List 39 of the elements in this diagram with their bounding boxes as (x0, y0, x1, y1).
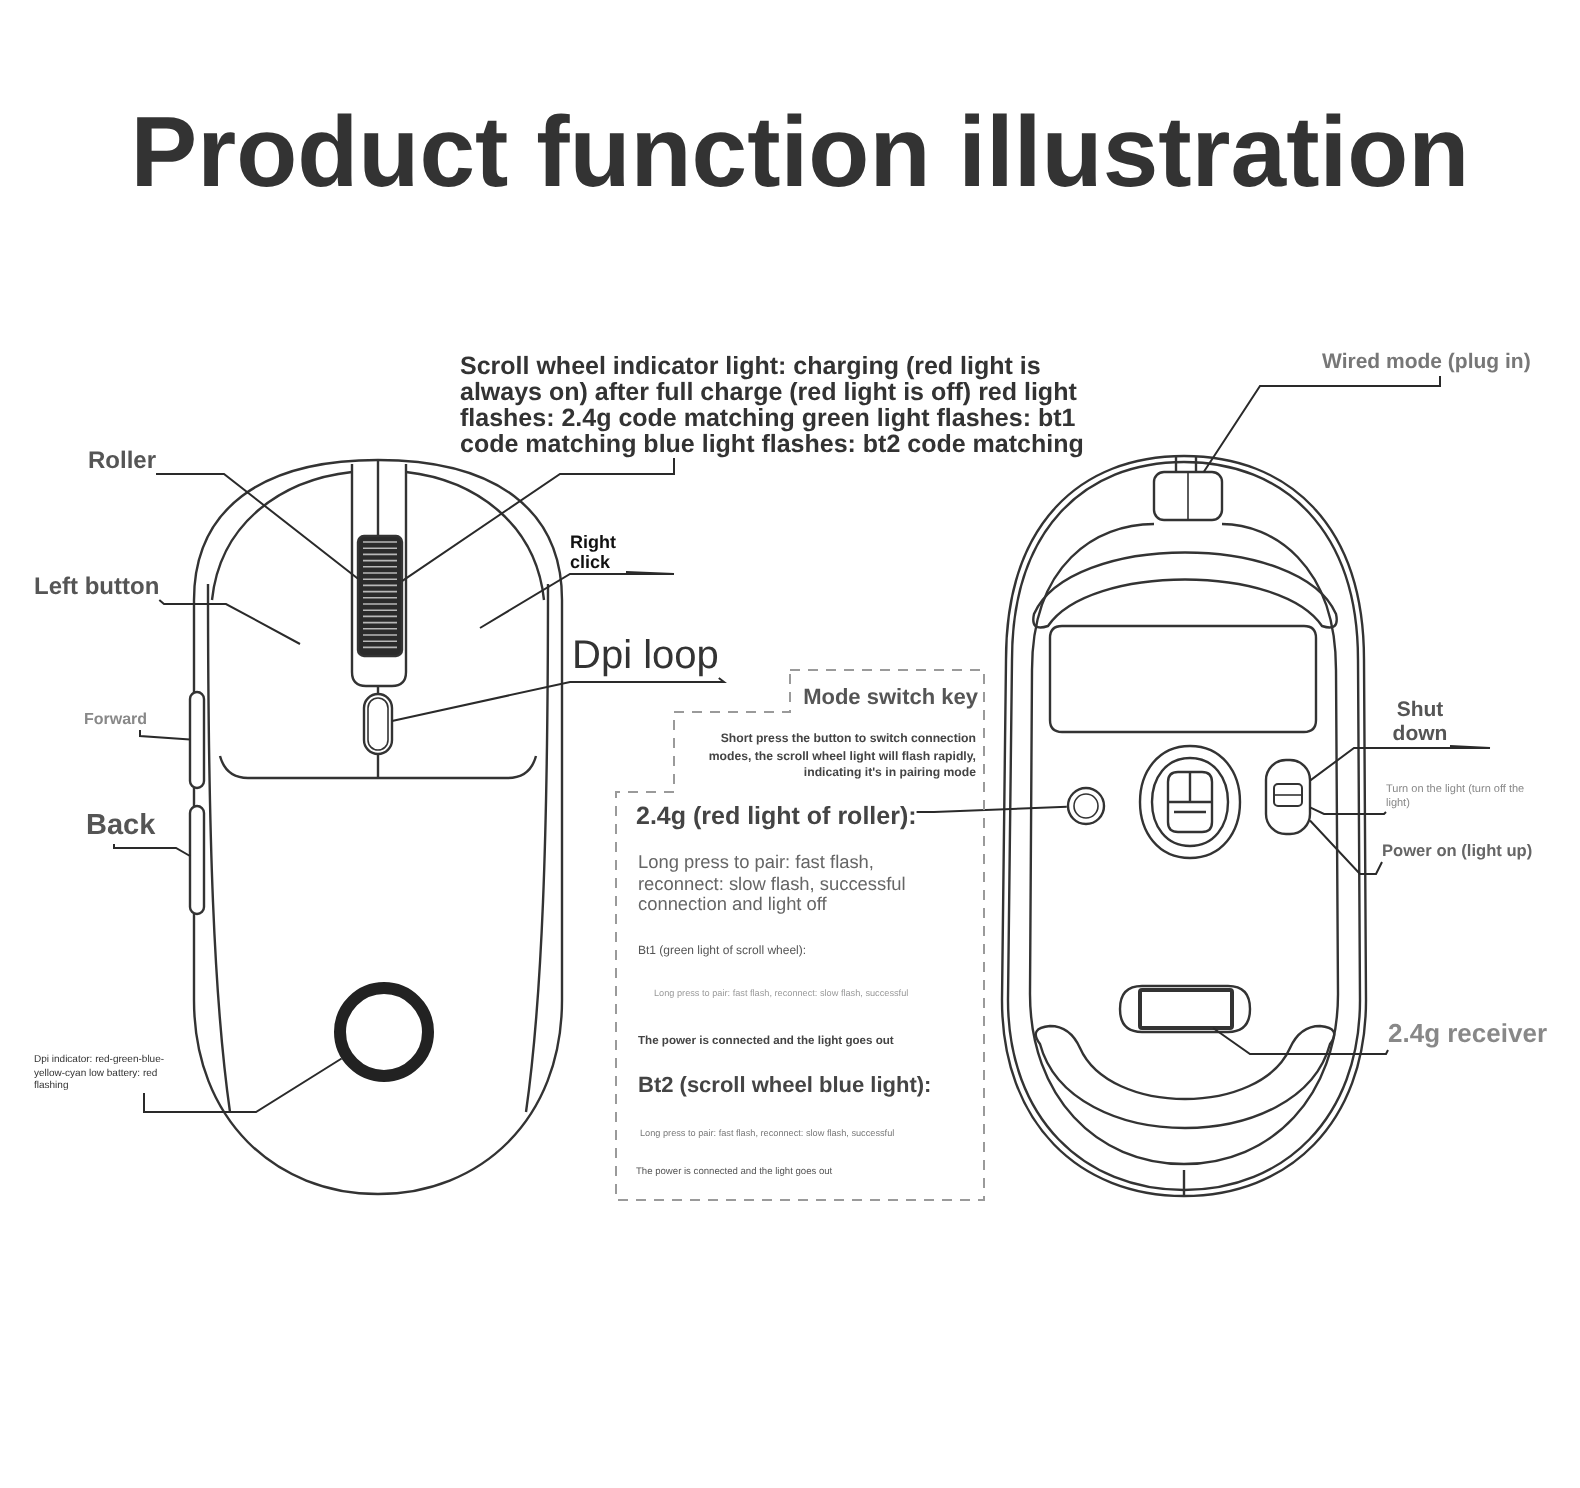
receiver-slot (1138, 988, 1234, 1030)
side-button (188, 804, 206, 916)
callout-label: Dpi loop (572, 634, 719, 678)
leader-line (1309, 819, 1383, 875)
mode-switch-button (1066, 786, 1106, 826)
side-button (188, 690, 206, 790)
leader-line (1309, 806, 1387, 815)
panel-heading: Mode switch key (803, 686, 978, 712)
leader-line (1309, 745, 1491, 782)
leader-line (401, 457, 675, 583)
sub-heading: Bt2 (scroll wheel blue light): (638, 1072, 932, 1100)
usb-port (1152, 470, 1224, 522)
description-text: Scroll wheel indicator light: charging (red light is always on) after full charge (red light is off) red light flashes: 2.4g code matching green light flashes: bt1 code matching blue light flashes: bt2 code matching (460, 354, 1104, 458)
leader-line (113, 843, 191, 857)
leader-line (143, 1057, 343, 1113)
callout-label: Forward (84, 708, 148, 730)
title: Product function illustration (130, 96, 1470, 208)
scroll-wheel (356, 534, 404, 658)
callout-label: Right click (570, 532, 626, 572)
leader-line (155, 473, 359, 580)
callout-label: 2.4g receiver (1388, 1018, 1548, 1050)
callout-label: Left button (34, 572, 160, 600)
leader-line (139, 729, 191, 741)
leader-line (158, 599, 301, 645)
leader-line (915, 805, 1068, 813)
leader-line (1202, 375, 1441, 473)
indicator-light-ring (334, 982, 434, 1082)
panel-heading: 2.4g (red light of roller): (636, 802, 917, 832)
power-switch (1264, 758, 1312, 836)
leader-line (479, 571, 675, 629)
leader-line (1212, 1027, 1389, 1055)
callout-label: Roller (88, 446, 157, 474)
callout-label: Power on (light up) (1382, 840, 1533, 862)
description-text: Long press to pair: fast flash, reconnect: slow flash, successful connection and light off (638, 852, 908, 915)
callout-label: Shut down (1390, 698, 1450, 746)
callout-label: Wired mode (plug in) (1322, 350, 1531, 376)
leader-line (391, 677, 727, 722)
callout-label: Back (86, 810, 156, 844)
dpi-button (362, 692, 394, 756)
